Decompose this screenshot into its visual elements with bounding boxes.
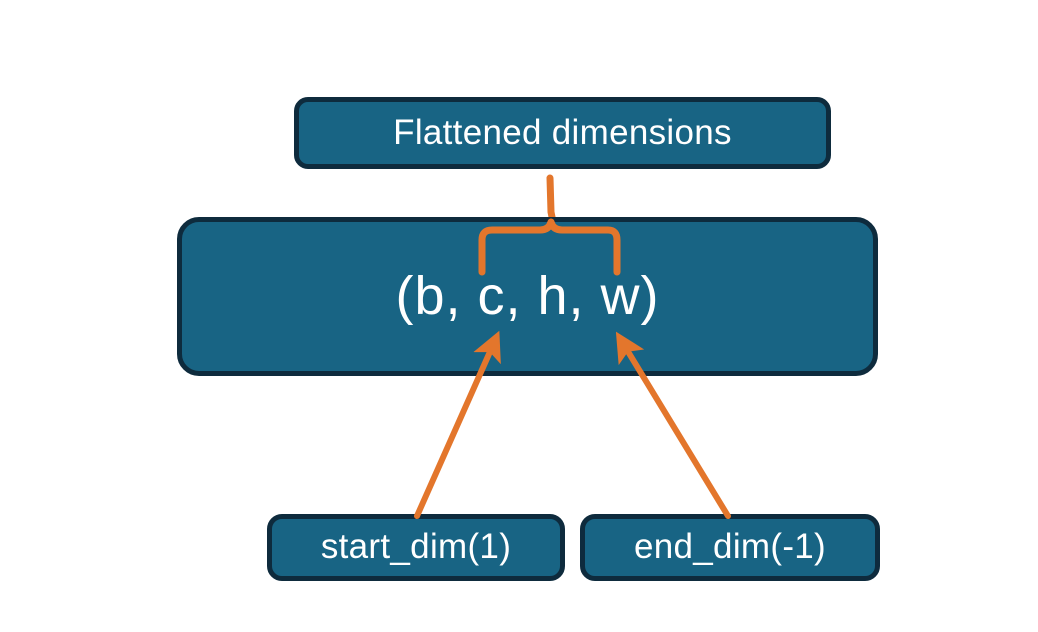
flattened-dimensions-label: Flattened dimensions bbox=[393, 112, 732, 152]
end-dim-box[interactable]: end_dim(-1) bbox=[580, 514, 880, 581]
brace-stem-line bbox=[546, 174, 557, 226]
start-dim-label: start_dim(1) bbox=[320, 527, 512, 567]
tensor-shape-label: (b, c, h, w) bbox=[395, 265, 660, 326]
flattened-dimensions-box[interactable]: Flattened dimensions bbox=[294, 97, 831, 169]
end-dim-label: end_dim(-1) bbox=[634, 527, 826, 567]
tensor-shape-box[interactable]: (b, c, h, w) bbox=[177, 217, 878, 376]
start-dim-box[interactable]: start_dim(1) bbox=[267, 514, 565, 581]
